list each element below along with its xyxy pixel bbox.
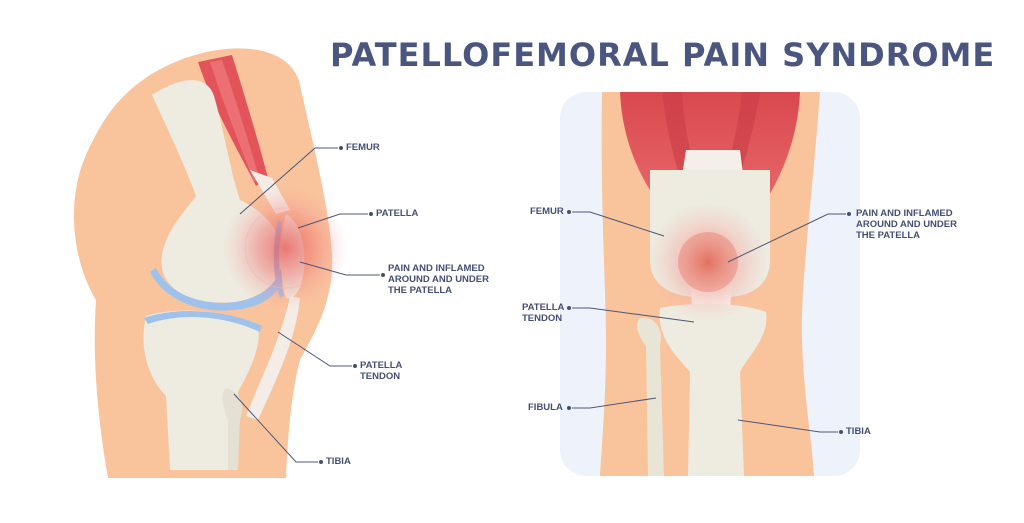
side-pain-label-line2: AROUND AND UNDER [388,274,489,285]
front-tibia-bone [659,303,767,476]
front-fibula-label: FIBULA [528,402,563,413]
side-tendon-label-line1: PATELLA [360,360,403,371]
front-pain-label: PAIN AND INFLAMED AROUND AND UNDER THE P… [856,208,957,241]
front-view-knee [560,92,860,476]
side-patella-label: PATELLA [376,208,419,219]
front-inflammation-glow [650,204,766,320]
side-inflammation-glow [223,186,347,310]
front-tendon-label-line2: TENDON [522,313,563,324]
front-pain-label-line3: THE PATELLA [856,230,921,241]
front-femur-label: FEMUR [530,206,564,217]
side-tendon-label-line2: TENDON [360,371,401,382]
side-pain-label-line1: PAIN AND INFLAMED [388,263,485,274]
side-tendon-label: PATELLA TENDON [360,360,402,382]
side-view-leaders [233,146,385,464]
front-tendon-label-line1: PATELLA [522,302,565,313]
side-pain-label: PAIN AND INFLAMED AROUND AND UNDER THE P… [388,263,489,296]
side-pain-label-line3: THE PATELLA [388,285,453,296]
side-tibia-label: TIBIA [326,456,351,467]
side-femur-label: FEMUR [346,142,380,153]
front-tendon-label: PATELLA TENDON [522,302,564,324]
front-pain-label-line1: PAIN AND INFLAMED [856,208,953,219]
front-view-leaders [567,210,851,434]
page-title: PATELLOFEMORAL PAIN SYNDROME [330,36,996,74]
side-patella-tendon [246,296,300,420]
front-fibula-bone [637,317,664,476]
front-tibia-label: TIBIA [846,426,871,437]
front-pain-label-line2: AROUND AND UNDER [856,219,957,230]
side-view-knee [73,48,347,479]
